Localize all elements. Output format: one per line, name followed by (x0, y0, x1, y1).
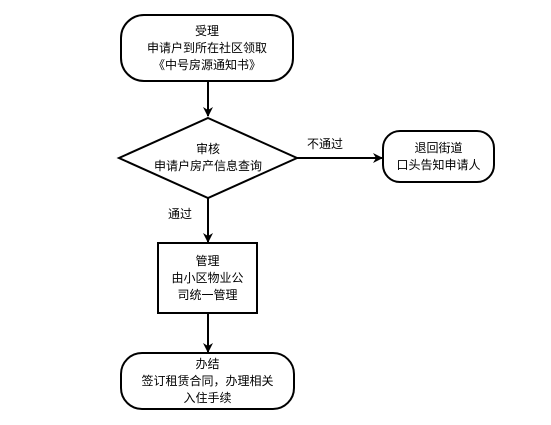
node-manage: 管理 由小区物业公 司统一管理 (157, 242, 258, 314)
node-review-line-2: 申请户房产信息查询 (153, 159, 262, 173)
node-manage-line-3: 司统一管理 (177, 287, 238, 302)
node-handle-line-2: 签订租赁合同，办理相关 (141, 373, 274, 388)
node-accept-line-2: 申请户到所在社区领取 (146, 40, 267, 55)
node-manage-line-2: 由小区物业公 (171, 270, 244, 285)
node-accept-title: 受理 (194, 23, 219, 38)
node-reject-title: 退回街道 (414, 140, 463, 155)
node-reject-line-2: 口头告知申请人 (396, 157, 481, 172)
edge-label-fail: 不通过 (305, 137, 346, 151)
node-handle-line-3: 入住手续 (183, 390, 232, 405)
node-handle-title: 办结 (195, 356, 220, 371)
node-reject: 退回街道 口头告知申请人 (382, 130, 495, 183)
node-manage-title: 管理 (195, 253, 220, 268)
node-accept-line-3: 《中号房源通知书》 (152, 57, 261, 72)
node-review: 审核 申请户房产信息查询 (134, 140, 282, 176)
node-review-title: 审核 (195, 142, 220, 156)
node-accept: 受理 申请户到所在社区领取 《中号房源通知书》 (120, 14, 294, 82)
node-handle: 办结 签订租赁合同，办理相关 入住手续 (120, 352, 295, 410)
edge-label-pass: 通过 (166, 207, 195, 221)
